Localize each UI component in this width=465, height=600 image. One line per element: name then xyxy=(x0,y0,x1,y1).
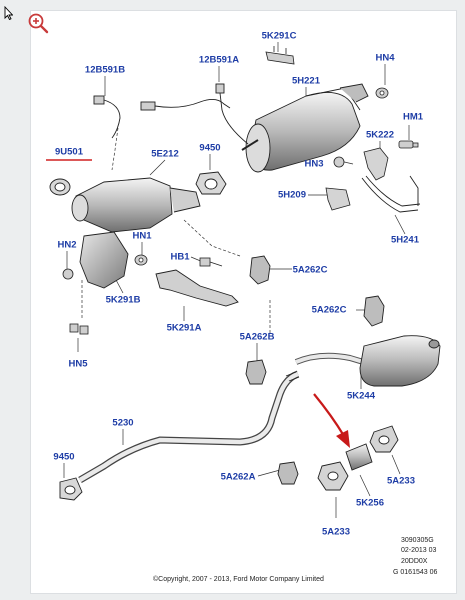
part-label-9450-bottom[interactable]: 9450 xyxy=(53,451,75,463)
part-label-12b591a[interactable]: 12B591A xyxy=(198,54,240,66)
reference-code-1: 3090305G xyxy=(401,537,434,544)
red-arrow-indicator xyxy=(313,393,350,448)
part-label-5k291a[interactable]: 5K291A xyxy=(166,322,202,334)
clamp-9u501 xyxy=(49,178,71,196)
front-catalyst-5e212 xyxy=(71,177,201,233)
part-label-9u501[interactable]: 9U501 xyxy=(55,146,83,158)
bolt-hb1 xyxy=(199,257,223,267)
part-label-12b591b[interactable]: 12B591B xyxy=(84,64,126,76)
gasket-9450-top xyxy=(195,171,227,195)
nut-hn4 xyxy=(375,87,389,99)
part-label-hb1[interactable]: HB1 xyxy=(170,251,190,263)
part-label-5h221[interactable]: 5H221 xyxy=(292,75,320,87)
oxygen-sensor-wires xyxy=(93,83,249,145)
part-label-5k256[interactable]: 5K256 xyxy=(356,497,384,509)
heat-shield-5k291b xyxy=(79,231,129,289)
part-label-5a233-a[interactable]: 5A233 xyxy=(387,475,415,487)
zoom-in-icon[interactable] xyxy=(27,12,49,34)
part-label-hn4[interactable]: HN4 xyxy=(375,52,395,64)
gasket-9450-bottom xyxy=(59,477,83,501)
bracket-5k222 xyxy=(363,147,389,181)
copyright-notice: ©Copyright, 2007 - 2013, Ford Motor Comp… xyxy=(153,576,324,583)
insulator-5a262a xyxy=(277,461,299,485)
reference-code-3: 20DD0X xyxy=(401,558,428,565)
intermediate-pipe-5230 xyxy=(78,370,300,484)
part-label-hn3[interactable]: HN3 xyxy=(304,158,324,170)
part-label-5h241[interactable]: 5H241 xyxy=(391,234,419,246)
reference-code-4: G 0161543 06 xyxy=(393,569,438,576)
part-label-hn2[interactable]: HN2 xyxy=(57,239,77,251)
cursor-arrow-icon xyxy=(4,6,13,20)
bracket-5k291a xyxy=(155,269,239,307)
rear-silencer-5k244 xyxy=(294,335,441,387)
sleeve-5k256 xyxy=(345,443,373,471)
part-label-5h209[interactable]: 5H209 xyxy=(278,189,306,201)
nut-hn1 xyxy=(134,254,148,266)
part-label-5k244[interactable]: 5K244 xyxy=(347,390,375,402)
part-label-5a233-b[interactable]: 5A233 xyxy=(322,526,350,538)
part-label-5a262c-b[interactable]: 5A262C xyxy=(311,304,347,316)
nut-hn3 xyxy=(333,156,345,168)
part-label-5e212[interactable]: 5E212 xyxy=(151,148,179,160)
part-label-5a262c-a[interactable]: 5A262C xyxy=(292,264,328,276)
diagram-panel xyxy=(30,10,457,594)
heat-shield-bracket-top xyxy=(265,46,295,65)
part-label-5a262b[interactable]: 5A262B xyxy=(239,331,275,343)
part-label-5a262a[interactable]: 5A262A xyxy=(220,471,256,483)
clamp-5a233-a xyxy=(369,425,399,453)
insulator-5a262c-a xyxy=(249,255,271,285)
pipe-5h241 xyxy=(361,175,421,213)
nut-hn2 xyxy=(62,268,74,280)
part-label-hn5[interactable]: HN5 xyxy=(68,358,88,370)
part-label-5k291c[interactable]: 5K291C xyxy=(261,30,297,42)
insulator-5a262c-b xyxy=(363,295,385,327)
bracket-5h209 xyxy=(325,187,351,211)
part-label-hn1[interactable]: HN1 xyxy=(132,230,152,242)
insulator-5a262b xyxy=(245,359,267,385)
part-label-5230[interactable]: 5230 xyxy=(112,417,134,429)
clip-hm1 xyxy=(398,140,419,149)
clip-hn5 xyxy=(69,323,89,335)
diesel-particulate-filter xyxy=(241,83,369,173)
reference-code-2: 02-2013 03 xyxy=(401,547,437,554)
part-label-hm1[interactable]: HM1 xyxy=(402,111,424,123)
part-label-9450-top[interactable]: 9450 xyxy=(199,142,221,154)
leader-lines xyxy=(63,42,410,518)
part-label-5k222[interactable]: 5K222 xyxy=(366,129,394,141)
clamp-5a233-b xyxy=(317,461,349,491)
part-label-5k291b[interactable]: 5K291B xyxy=(105,294,141,306)
